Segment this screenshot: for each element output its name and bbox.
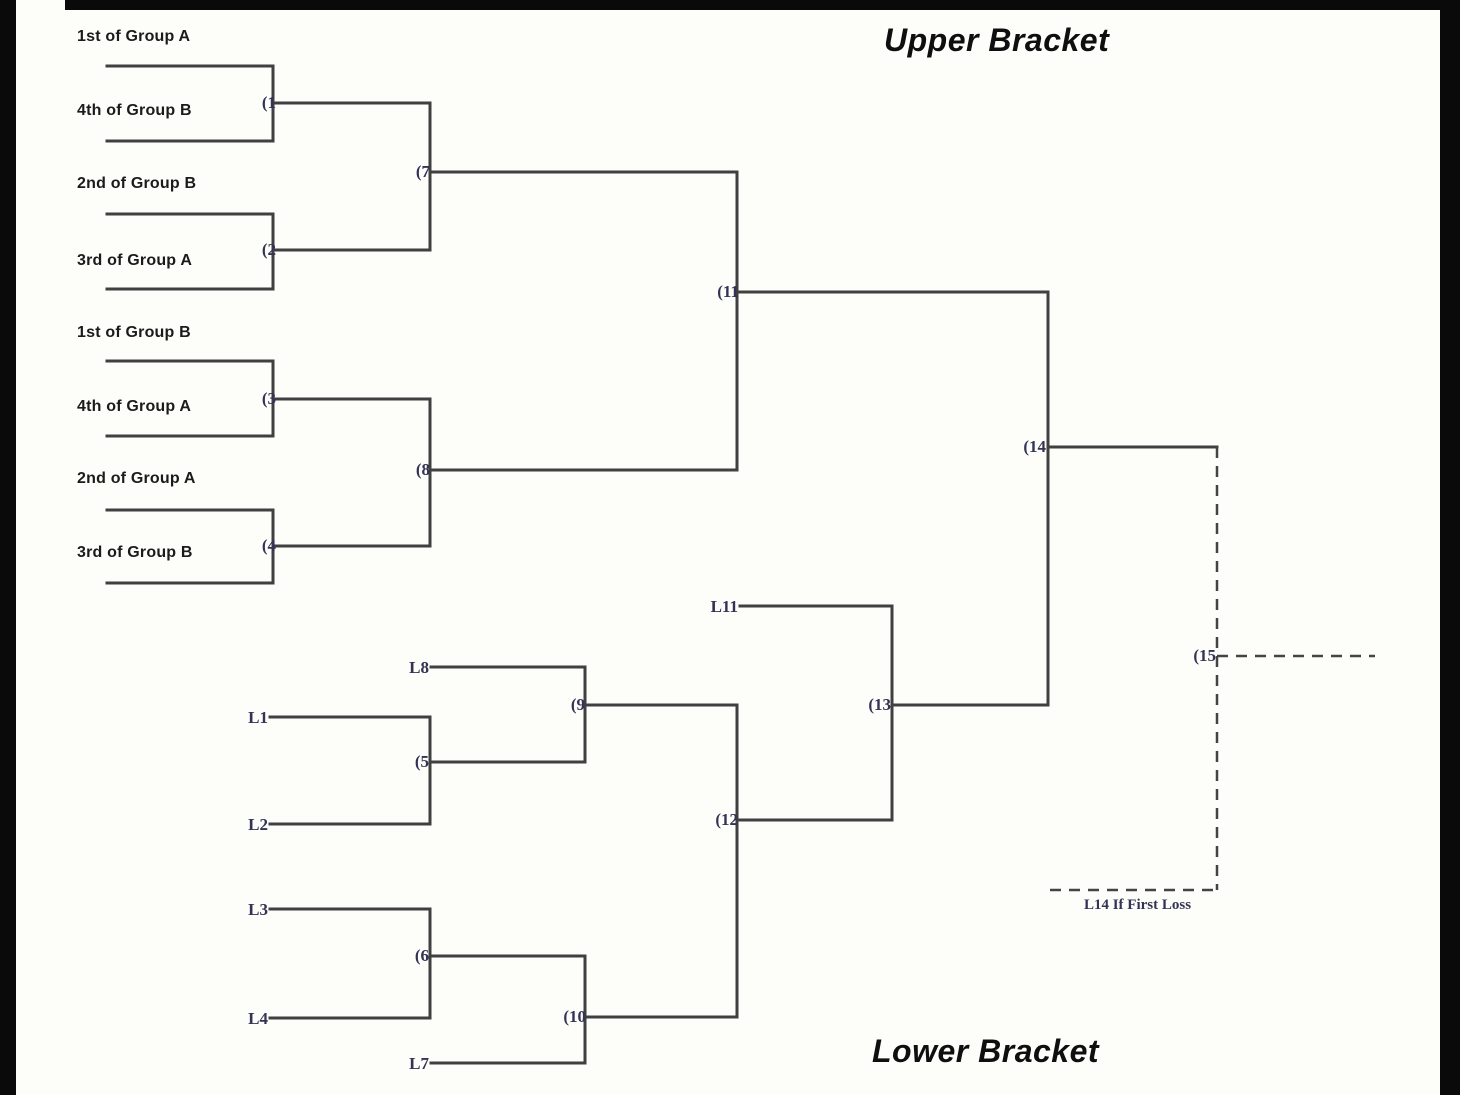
match-11-label: (11: [717, 282, 739, 301]
match-8-connector: [428, 397, 739, 548]
match-7-connector: [428, 101, 739, 252]
match-4-connector: [105, 508, 432, 585]
loser-source-label-l3: L3: [248, 900, 268, 919]
match-4-label: (4: [261, 536, 276, 555]
match-13-connector: [738, 604, 1050, 822]
match-15-label: (15: [1193, 646, 1216, 665]
seed-2nd-of-group-b: 2nd of Group B: [77, 175, 197, 192]
match-1-connector: [105, 64, 432, 143]
match-15-dashed-connector: [1050, 447, 1375, 892]
match-6-label: (6: [414, 946, 429, 965]
match-12-connector: [735, 703, 894, 1019]
loser-source-label-l7: L7: [409, 1054, 429, 1073]
match-5-connector: [268, 715, 587, 826]
match-11-connector: [735, 170, 1050, 472]
seed-4th-of-group-b: 4th of Group B: [77, 102, 192, 119]
match-6-connector: [268, 907, 587, 1020]
match-9-connector: [429, 665, 739, 764]
upper-bracket-lines: [105, 64, 1219, 707]
match-14-connector: [1046, 290, 1219, 707]
frame-bar-right: [1440, 0, 1460, 1095]
loser-source-label-l1: L1: [248, 708, 268, 727]
match-2-connector: [105, 212, 432, 291]
seed-1st-of-group-a: 1st of Group A: [77, 28, 191, 45]
match-7-label: (7: [415, 162, 430, 181]
seed-3rd-of-group-a: 3rd of Group A: [77, 252, 193, 269]
loser-source-label-l4: L4: [248, 1009, 268, 1028]
match-10-label: (10: [563, 1007, 586, 1026]
seed-2nd-of-group-a: 2nd of Group A: [77, 470, 196, 487]
match-14-label: (14: [1023, 437, 1046, 456]
seed-3rd-of-group-b: 3rd of Group B: [77, 544, 193, 561]
lower-bracket-lines: [268, 604, 1050, 1065]
seed-4th-of-group-a: 4th of Group A: [77, 398, 192, 415]
grand-final-dashed-lines: [1050, 447, 1375, 892]
match-13-label: (13: [868, 695, 891, 714]
frame-bar-top: [65, 0, 1460, 10]
seed-1st-of-group-b: 1st of Group B: [77, 324, 191, 341]
upper-bracket-title: Upper Bracket: [884, 22, 1110, 58]
match-3-label: (3: [261, 389, 276, 408]
loser-source-label-l2: L2: [248, 815, 268, 834]
match-9-label: (9: [570, 695, 585, 714]
l14-first-loss-note: L14 If First Loss: [1083, 897, 1192, 913]
loser-source-label-l8: L8: [409, 658, 429, 677]
match-12-label: (12: [715, 810, 738, 829]
match-8-label: (8: [415, 460, 430, 479]
frame-bar-left: [0, 0, 16, 1095]
lower-bracket-title: Lower Bracket: [872, 1033, 1100, 1069]
loser-source-label-l11: L11: [710, 597, 738, 616]
match-2-label: (2: [261, 240, 276, 259]
match-3-connector: [105, 359, 432, 438]
match-10-connector: [429, 954, 739, 1065]
match-5-label: (5: [414, 752, 429, 771]
match-1-label: (1: [261, 93, 276, 112]
